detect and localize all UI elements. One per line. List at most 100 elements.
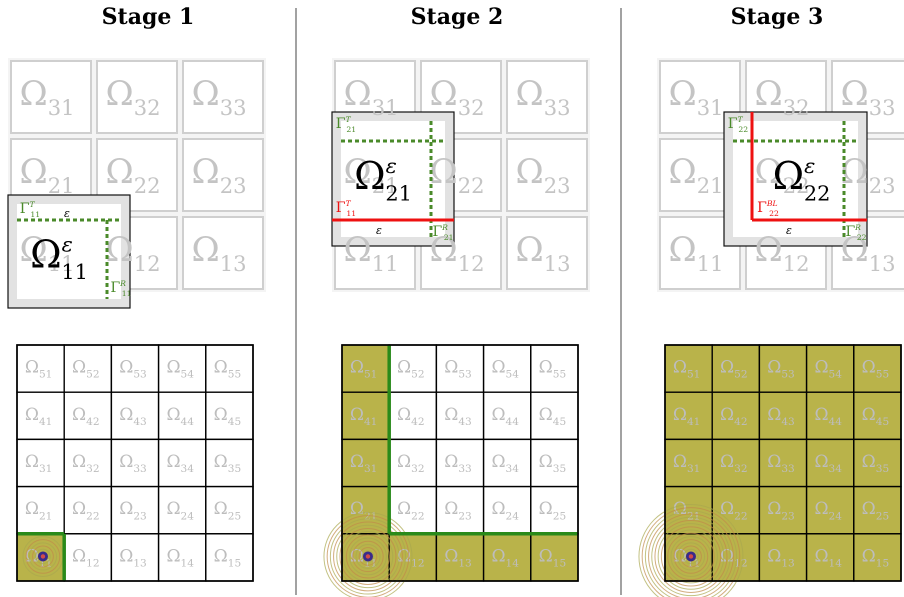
grid-cell-label: Ω53: [119, 358, 147, 381]
top-grid-label: Ω31: [19, 74, 74, 120]
top-grid-label: Ω32: [105, 74, 160, 120]
grid-cell: [482, 391, 532, 441]
grid-cell-label: Ω43: [119, 405, 147, 428]
grid-cell-label: Ω51: [673, 358, 701, 381]
grid-cell-label: Ω32: [720, 452, 748, 475]
top-grid-cell: [96, 60, 178, 134]
grid-cell-label: Ω44: [491, 405, 519, 428]
grid-cell-label: Ω23: [444, 499, 472, 522]
grid-cell-label: Ω52: [72, 358, 100, 381]
grid-cell: [482, 485, 532, 535]
grid-cell: [388, 391, 438, 441]
top-grid-cell: [182, 216, 264, 290]
grid-cell-label: Ω23: [767, 499, 795, 522]
grid-cell-label: Ω55: [862, 358, 890, 381]
grid-cell: [758, 485, 808, 535]
grid-cell: [205, 391, 254, 441]
grid-cell-label: Ω42: [72, 405, 100, 428]
grid-cell-label: Ω41: [25, 405, 53, 428]
grid-cell-label: Ω55: [539, 358, 567, 381]
grid-cell-label: Ω22: [72, 499, 100, 522]
grid-cell-label: Ω35: [539, 452, 567, 475]
grid-cell-label: Ω22: [397, 499, 425, 522]
top-grid-label: Ω12: [429, 230, 484, 276]
grid-cell-label: Ω33: [767, 452, 795, 475]
grid-cell-label: Ω34: [814, 452, 842, 475]
top-grid-label: Ω32: [754, 74, 809, 120]
grid-cell: [63, 438, 113, 488]
grid-cell: [758, 438, 808, 488]
grid-cell-label: Ω23: [119, 499, 147, 522]
grid-cell-label: Ω33: [119, 452, 147, 475]
grid-cell-label: Ω31: [25, 452, 53, 475]
grid-cell-label: Ω14: [814, 546, 842, 569]
grid-cell: [530, 438, 579, 488]
grid-cell: [482, 438, 532, 488]
top-grid-cell: [506, 216, 588, 290]
grid-cell-label: Ω12: [72, 546, 100, 569]
grid-cell-label: Ω55: [214, 358, 242, 381]
grid-cell-label: Ω12: [397, 546, 425, 569]
grid-cell-label: Ω22: [720, 499, 748, 522]
grid-cell-label: Ω44: [814, 405, 842, 428]
grid-cell-label: Ω31: [350, 452, 378, 475]
grid-cell-label: Ω54: [491, 358, 519, 381]
grid-cell-label: Ω24: [166, 499, 194, 522]
grid-cell-label: Ω41: [673, 405, 701, 428]
grid-cell: [341, 344, 390, 393]
grid-cell: [110, 533, 160, 582]
grid-cell: [388, 438, 438, 488]
grid-cell: [16, 344, 65, 393]
grid-cell-label: Ω32: [72, 452, 100, 475]
top-grid-label: Ω11: [19, 230, 74, 276]
top-grid-label: Ω33: [515, 74, 570, 120]
top-grid-label: Ω21: [668, 152, 723, 198]
top-grid-label: Ω21: [19, 152, 74, 198]
grid-cell-label: Ω24: [814, 499, 842, 522]
grid-cell-label: Ω15: [214, 546, 242, 569]
grid-cell-label: Ω45: [539, 405, 567, 428]
top-grid-label: Ω21: [343, 152, 398, 198]
grid-cell: [482, 533, 532, 582]
grid-cell-label: Ω25: [214, 499, 242, 522]
top-grid-label: Ω22: [754, 152, 809, 198]
grid-cell-label: Ω34: [166, 452, 194, 475]
grid-cell-label: Ω15: [539, 546, 567, 569]
grid-border: [16, 344, 254, 582]
grid-cell: [16, 391, 65, 441]
grid-border: [341, 344, 579, 582]
grid-cell-label: Ω25: [539, 499, 567, 522]
grid-cell: [805, 344, 855, 393]
grid-cell-label: Ω43: [444, 405, 472, 428]
top-grid-label: Ω22: [429, 152, 484, 198]
grid-cell-label: Ω34: [491, 452, 519, 475]
grid-cell-label: Ω51: [350, 358, 378, 381]
top-grid-cell: [506, 138, 588, 212]
grid-cell-label: Ω54: [814, 358, 842, 381]
top-grid-label: Ω13: [191, 230, 246, 276]
grid-cell-label: Ω54: [166, 358, 194, 381]
grid-cell-label: Ω52: [397, 358, 425, 381]
top-grid-label: Ω33: [840, 74, 895, 120]
top-grid-label: Ω11: [343, 230, 398, 276]
epsilon-label: ε: [786, 224, 792, 237]
grid-cell: [341, 438, 390, 488]
grid-cell-label: Ω31: [673, 452, 701, 475]
